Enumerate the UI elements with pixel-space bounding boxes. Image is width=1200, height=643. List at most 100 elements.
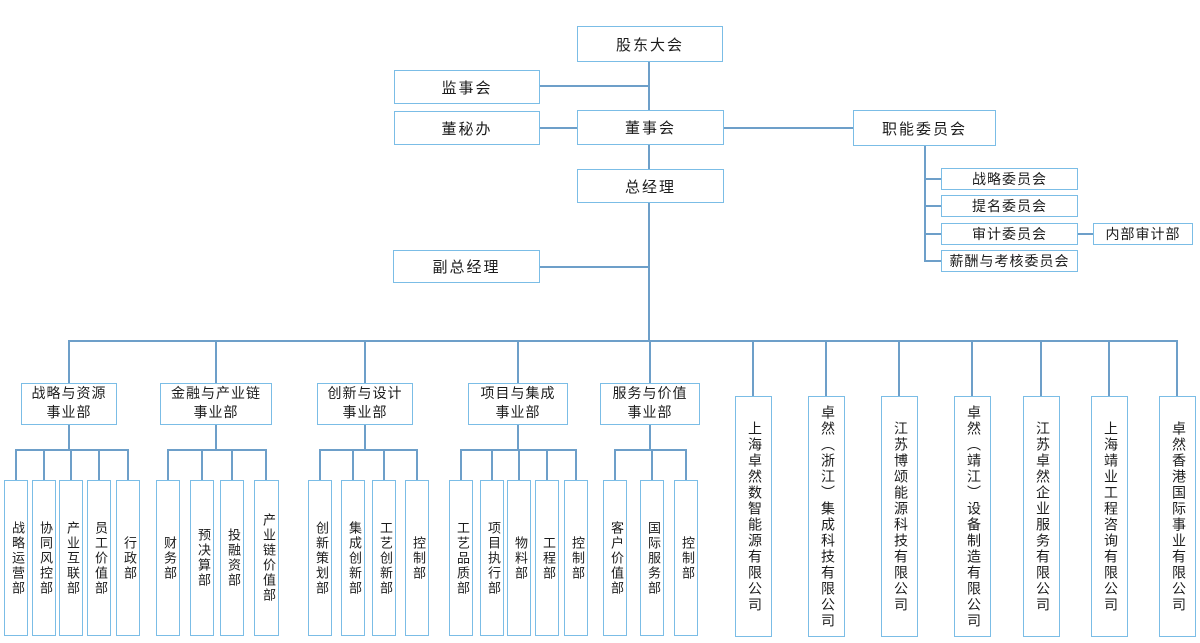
company-node: 上海卓然数智能源有限公司 bbox=[735, 396, 772, 637]
node-board-of-directors: 董事会 bbox=[577, 110, 724, 145]
connector-line bbox=[352, 451, 354, 480]
connector-line bbox=[575, 451, 577, 480]
node-division-innovation-design: 创新与设计 事业部 bbox=[317, 383, 413, 425]
connector-line bbox=[98, 451, 100, 480]
connector-line bbox=[1176, 341, 1178, 396]
node-compensation-assessment-committee: 薪酬与考核委员会 bbox=[941, 250, 1078, 272]
company-node: 卓然香港国际事业有限公司 bbox=[1159, 396, 1196, 637]
node-strategy-committee: 战略委员会 bbox=[941, 168, 1078, 190]
division-label-line1: 金融与产业链 bbox=[171, 386, 261, 403]
division-label-line2: 事业部 bbox=[193, 405, 239, 421]
connector-line bbox=[383, 451, 385, 480]
dept-node: 协同风控部 bbox=[32, 480, 56, 636]
connector-line bbox=[215, 341, 217, 383]
dept-node: 控制部 bbox=[564, 480, 588, 636]
connector-line bbox=[364, 425, 366, 451]
dept-node: 客户价值部 bbox=[603, 480, 627, 636]
connector-line bbox=[416, 451, 418, 480]
dept-node: 工程部 bbox=[535, 480, 559, 636]
connector-line bbox=[215, 425, 217, 451]
connector-line bbox=[924, 260, 941, 262]
connector-line bbox=[546, 451, 548, 480]
dept-node: 员工价值部 bbox=[87, 480, 111, 636]
connector-line bbox=[924, 233, 941, 235]
connector-line bbox=[898, 341, 900, 396]
dept-node: 国际服务部 bbox=[640, 480, 664, 636]
connector-line bbox=[70, 451, 72, 480]
node-board-secretary-office: 董秘办 bbox=[394, 111, 540, 145]
company-node: 上海靖业工程咨询有限公司 bbox=[1091, 396, 1128, 637]
connector-line bbox=[319, 449, 418, 451]
dept-node: 产业互联部 bbox=[59, 480, 83, 636]
node-audit-committee: 审计委员会 bbox=[941, 223, 1078, 245]
dept-node: 创新策划部 bbox=[308, 480, 332, 636]
connector-line bbox=[648, 203, 650, 342]
connector-line bbox=[68, 340, 1178, 342]
connector-line bbox=[68, 425, 70, 451]
dept-node: 战略运营部 bbox=[4, 480, 28, 636]
connector-line bbox=[460, 449, 577, 451]
connector-line bbox=[685, 451, 687, 480]
node-general-manager: 总经理 bbox=[577, 169, 724, 203]
dept-node: 投融资部 bbox=[220, 480, 244, 636]
division-label-line2: 事业部 bbox=[627, 405, 673, 421]
connector-line bbox=[924, 146, 926, 262]
connector-line bbox=[68, 341, 70, 383]
connector-line bbox=[924, 178, 941, 180]
connector-line bbox=[201, 451, 203, 480]
company-node: 江苏卓然企业服务有限公司 bbox=[1023, 396, 1060, 637]
node-division-finance-industry-chain: 金融与产业链 事业部 bbox=[160, 383, 272, 425]
node-functional-committees: 职能委员会 bbox=[853, 110, 996, 146]
node-division-service-value: 服务与价值 事业部 bbox=[600, 383, 700, 425]
connector-line bbox=[231, 451, 233, 480]
connector-line bbox=[752, 341, 754, 396]
connector-line bbox=[540, 85, 650, 87]
connector-line bbox=[127, 451, 129, 480]
node-shareholders-meeting: 股东大会 bbox=[577, 26, 723, 62]
connector-line bbox=[364, 341, 366, 383]
dept-node: 工艺品质部 bbox=[449, 480, 473, 636]
connector-line bbox=[491, 451, 493, 480]
dept-node: 控制部 bbox=[674, 480, 698, 636]
connector-line bbox=[1040, 341, 1042, 396]
connector-line bbox=[614, 449, 687, 451]
connector-line bbox=[460, 451, 462, 480]
dept-node: 物料部 bbox=[507, 480, 531, 636]
connector-line bbox=[15, 451, 17, 480]
connector-line bbox=[540, 127, 577, 129]
division-label-line1: 创新与设计 bbox=[327, 386, 403, 403]
connector-line bbox=[1108, 341, 1110, 396]
connector-line bbox=[649, 425, 651, 451]
dept-node: 工艺创新部 bbox=[372, 480, 396, 636]
connector-line bbox=[319, 451, 321, 480]
connector-line bbox=[43, 451, 45, 480]
division-label-line2: 事业部 bbox=[495, 405, 541, 421]
connector-line bbox=[540, 266, 650, 268]
connector-line bbox=[724, 127, 853, 129]
node-deputy-general-manager: 副总经理 bbox=[393, 250, 540, 283]
node-supervisory-board: 监事会 bbox=[394, 70, 540, 104]
node-internal-audit-dept: 内部审计部 bbox=[1093, 223, 1193, 245]
connector-line bbox=[1078, 233, 1093, 235]
connector-line bbox=[971, 341, 973, 396]
connector-line bbox=[614, 451, 616, 480]
dept-node: 控制部 bbox=[405, 480, 429, 636]
connector-line bbox=[167, 451, 169, 480]
connector-line bbox=[648, 145, 650, 170]
division-label-line2: 事业部 bbox=[46, 405, 92, 421]
dept-node: 预决算部 bbox=[190, 480, 214, 636]
connector-line bbox=[825, 341, 827, 396]
connector-line bbox=[924, 205, 941, 207]
node-division-project-integration: 项目与集成 事业部 bbox=[468, 383, 568, 425]
company-node: 江苏博颂能源科技有限公司 bbox=[881, 396, 918, 637]
division-label-line1: 战略与资源 bbox=[31, 386, 107, 403]
company-node: 卓然（浙江）集成科技有限公司 bbox=[808, 396, 845, 637]
division-label-line1: 服务与价值 bbox=[612, 386, 688, 403]
connector-line bbox=[517, 341, 519, 383]
connector-line bbox=[15, 449, 129, 451]
company-node: 卓然（靖江）设备制造有限公司 bbox=[954, 396, 991, 637]
division-label-line1: 项目与集成 bbox=[480, 386, 556, 403]
dept-node: 项目执行部 bbox=[480, 480, 504, 636]
connector-line bbox=[167, 449, 267, 451]
